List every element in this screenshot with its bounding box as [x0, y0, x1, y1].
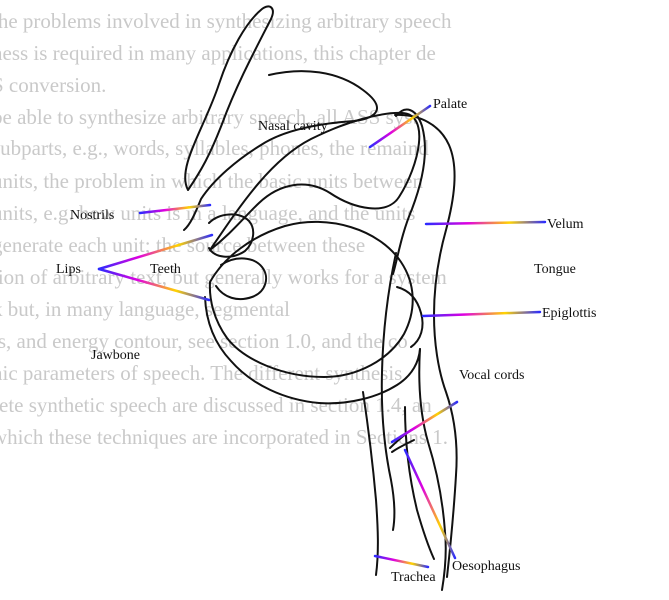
vocal-cords-leader-line: [392, 402, 457, 442]
epiglottis-leader-line: [423, 312, 540, 316]
oesophagus-label: Oesophagus: [452, 559, 520, 574]
velum-label: Velum: [547, 217, 584, 232]
vocal-cords-label: Vocal cords: [459, 368, 524, 383]
nasal-cavity-label: Nasal cavity: [258, 119, 328, 134]
teeth-label: Teeth: [150, 262, 181, 277]
teeth-outline: [216, 258, 266, 299]
nasal-outline: [185, 6, 273, 190]
jawbone-label: Jawbone: [91, 348, 140, 363]
trachea-leader-line: [375, 556, 428, 567]
nostrils-label: Nostrils: [70, 208, 114, 223]
lips-label: Lips: [56, 262, 81, 277]
nostrils-leader-line: [140, 205, 210, 213]
upper-head-outline: [184, 71, 377, 230]
jaw-outline: [205, 297, 420, 403]
palate-label: Palate: [433, 97, 467, 112]
tongue-label: Tongue: [534, 262, 576, 277]
epiglottis-label: Epiglottis: [542, 306, 596, 321]
trachea-label: Trachea: [391, 570, 436, 585]
velum-leader-line: [426, 222, 545, 224]
trachea-outline: [363, 392, 378, 575]
rear-outline: [395, 115, 457, 577]
oesophagus-leader-line: [405, 450, 455, 558]
